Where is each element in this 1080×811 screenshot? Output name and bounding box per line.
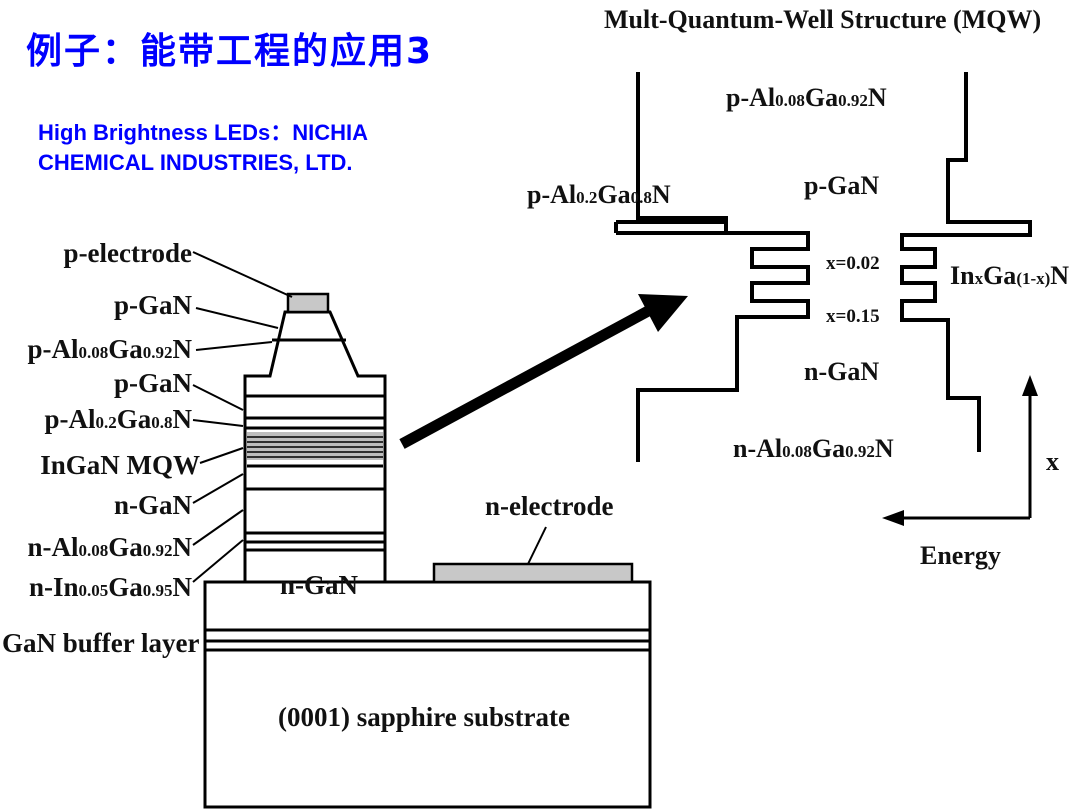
label-substrate: (0001) sapphire substrate xyxy=(278,702,570,732)
label-p-electrode: p-electrode xyxy=(64,238,192,268)
mqw-label-p-algan-side: p-Al0.2Ga0.8N xyxy=(527,180,671,209)
conduction-band-edge xyxy=(636,72,810,462)
mqw-label-x-002: x=0.02 xyxy=(826,253,880,274)
label-p-algan-008: p-Al0.08Ga0.92N xyxy=(27,334,192,364)
p-electrode-pad xyxy=(286,292,330,314)
subtitle-line-1: High Brightness LEDs：NICHIA xyxy=(38,120,369,145)
axis-energy-label: Energy xyxy=(920,541,1001,570)
label-ingan-mqw: InGaN MQW xyxy=(40,450,200,480)
label-n-gan-base: n-GaN xyxy=(280,570,359,600)
mqw-label-x-015: x=0.15 xyxy=(826,306,880,327)
leader-lines xyxy=(192,251,547,583)
device-labels: p-electrode p-GaN p-Al0.08Ga0.92N p-GaN … xyxy=(2,238,613,732)
zoom-arrow-head xyxy=(638,294,688,332)
band-diagram xyxy=(614,72,1032,462)
mqw-label-n-gan: n-GaN xyxy=(804,357,879,386)
axis-energy-arrowhead xyxy=(882,510,904,526)
subtitle: High Brightness LEDs：NICHIA CHEMICAL IND… xyxy=(38,118,368,178)
substrate-block xyxy=(203,580,652,809)
axis-x-arrowhead xyxy=(1022,375,1038,396)
band-labels: p-Al0.08Ga0.92N p-Al0.2Ga0.8N p-GaN x=0.… xyxy=(527,83,1069,463)
mqw-label-p-algan-top: p-Al0.08Ga0.92N xyxy=(726,83,887,112)
mqw-title: Mult-Quantum-Well Structure (MQW) xyxy=(604,5,1041,34)
axis-lines xyxy=(892,392,1032,520)
axes xyxy=(892,392,1032,520)
label-p-gan-top: p-GaN xyxy=(114,290,193,320)
label-gan-buffer: GaN buffer layer xyxy=(2,628,199,658)
label-n-ingan: n-In0.05Ga0.95N xyxy=(29,572,193,602)
zoom-arrow xyxy=(399,305,653,449)
mqw-label-p-gan: p-GaN xyxy=(804,171,879,200)
subtitle-line-2: CHEMICAL INDUSTRIES, LTD. xyxy=(38,150,353,175)
device-cross-section xyxy=(203,310,652,809)
ingan-mqw-block xyxy=(247,432,383,468)
page-title: 例子：能带工程的应用3 xyxy=(26,31,434,72)
valence-band-edge xyxy=(900,72,1032,452)
label-n-electrode: n-electrode xyxy=(485,491,613,521)
label-n-gan: n-GaN xyxy=(114,490,193,520)
n-electrode-pad xyxy=(432,562,634,584)
label-p-gan-2: p-GaN xyxy=(114,368,193,398)
mqw-label-n-algan: n-Al0.08Ga0.92N xyxy=(733,434,894,463)
mqw-label-ingan: InxGa(1-x)N xyxy=(950,261,1069,290)
label-n-algan: n-Al0.08Ga0.92N xyxy=(27,532,192,562)
label-p-algan-02: p-Al0.2Ga0.8N xyxy=(44,404,192,434)
axis-x-label: x xyxy=(1046,447,1059,476)
